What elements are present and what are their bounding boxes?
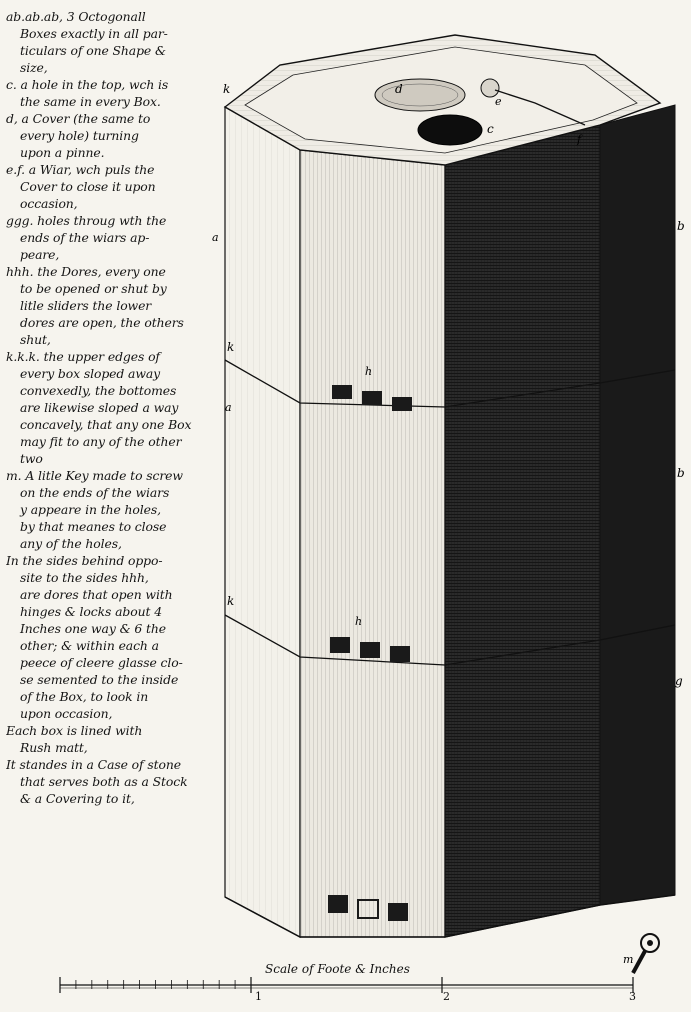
- legend-line: se semented to the inside: [20, 672, 179, 687]
- legend-line: ab.ab.ab, 3 Octogonall: [6, 9, 146, 24]
- label-m: m: [623, 953, 633, 966]
- label-h2: h: [355, 615, 362, 628]
- label-k3: k: [227, 594, 234, 608]
- legend-line: any of the holes,: [20, 536, 122, 551]
- legend-line: Boxes exactly in all par-: [20, 26, 168, 41]
- legend-line: Inches one way & 6 the: [20, 621, 166, 636]
- legend-line: & a Covering to it,: [20, 791, 135, 806]
- legend-line: upon a pinne.: [20, 145, 105, 160]
- legend-line: d, a Cover (the same to: [6, 111, 151, 126]
- label-c: c: [487, 122, 494, 136]
- legend-line: are likewise sloped a way: [20, 400, 179, 415]
- legend-line: the same in every Box.: [20, 94, 161, 109]
- label-k2: k: [227, 340, 234, 354]
- legend-line: dores are open, the others: [20, 315, 184, 330]
- legend-line: peare,: [20, 247, 60, 262]
- legend-line: Cover to close it upon: [20, 179, 156, 194]
- legend-line: y appeare in the holes,: [20, 502, 161, 517]
- doors-middle: [330, 637, 410, 662]
- label-h1: h: [365, 365, 372, 378]
- legend-line: Each box is lined with: [6, 723, 143, 738]
- scale-ruler: [59, 977, 634, 993]
- label-d: d: [395, 82, 403, 96]
- legend-line: litle sliders the lower: [20, 298, 152, 313]
- octagonal-beehive-figure: k d e c f a b k h a b k h g m: [212, 34, 685, 974]
- scale-num-3: 3: [629, 990, 636, 1003]
- legend-line: are dores that open with: [20, 587, 173, 602]
- legend-line: site to the sides hhh,: [20, 570, 149, 585]
- doors-lower: [328, 895, 408, 921]
- label-f: f: [576, 133, 583, 146]
- doors-upper: [332, 385, 412, 411]
- scale-num-1: 1: [255, 990, 262, 1003]
- legend-line: upon occasion,: [20, 706, 113, 721]
- right-edge-face: [599, 104, 676, 906]
- legend-line: c. a hole in the top, wch is: [6, 77, 169, 92]
- legend-line: by that meanes to close: [20, 519, 167, 534]
- legend-line: may fit to any of the other: [20, 434, 182, 449]
- legend-line: hinges & locks about 4: [20, 604, 162, 619]
- legend-line: ends of the wiars ap-: [20, 230, 150, 245]
- legend-line: ticulars of one Shape &: [20, 43, 166, 58]
- front-face: [299, 149, 446, 938]
- wire: [494, 89, 586, 126]
- legend-line: other; & within each a: [20, 638, 159, 653]
- legend-line: In the sides behind oppo-: [6, 553, 163, 568]
- legend-line: every hole) turning: [20, 128, 139, 143]
- legend-line: two: [20, 451, 43, 466]
- legend-line: occasion,: [20, 196, 78, 211]
- legend-line: size,: [20, 60, 48, 75]
- label-b1: b: [677, 219, 685, 233]
- legend-line: e.f. a Wiar, wch puls the: [6, 162, 155, 177]
- label-g1: g: [675, 674, 683, 688]
- legend-line: to be opened or shut by: [20, 281, 167, 296]
- key-m: [631, 933, 660, 974]
- legend-line: concavely, that any one Box: [20, 417, 192, 432]
- scale-num-2: 2: [443, 990, 450, 1003]
- right-dark-face: [444, 124, 601, 938]
- label-a2: a: [225, 401, 232, 414]
- hole-cover: [374, 78, 466, 112]
- legend-line: of the Box, to look in: [20, 689, 149, 704]
- legend-line: convexedly, the bottomes: [20, 383, 177, 398]
- legend-line: every box sloped away: [20, 366, 161, 381]
- scale-title: Scale of Foote & Inches: [265, 962, 410, 976]
- label-k1: k: [223, 82, 230, 96]
- box-division-2: [224, 614, 676, 666]
- legend-line: k.k.k. the upper edges of: [6, 349, 160, 364]
- label-a1: a: [212, 231, 219, 244]
- legend-line: ggg. holes throug wth the: [6, 213, 167, 228]
- legend-line: peece of cleere glasse clo-: [20, 655, 183, 670]
- legend-line: m. A litle Key made to screw: [6, 468, 183, 483]
- legend-line: It standes in a Case of stone: [6, 757, 181, 772]
- label-b2: b: [677, 466, 685, 480]
- legend-line: shut,: [20, 332, 51, 347]
- legend-line: hhh. the Dores, every one: [6, 264, 166, 279]
- legend-line: on the ends of the wiars: [20, 485, 170, 500]
- box-division-1: [224, 359, 676, 408]
- scale-bar: Scale of Foote & Inches 1 2 3: [55, 955, 655, 1012]
- left-face: [224, 105, 301, 938]
- top-hole: [417, 114, 483, 146]
- label-e: e: [495, 95, 502, 108]
- legend-line: Rush matt,: [20, 740, 88, 755]
- legend-line: that serves both as a Stock: [20, 774, 188, 789]
